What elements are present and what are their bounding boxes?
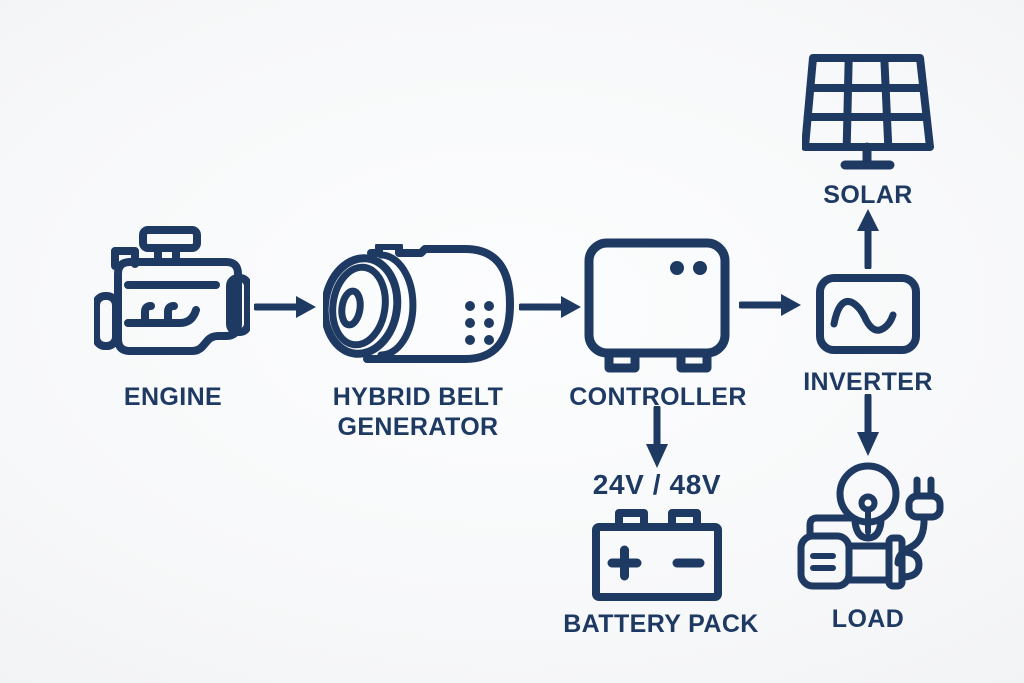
load-label: LOAD bbox=[831, 605, 905, 633]
engine-icon bbox=[94, 226, 250, 366]
arrow-engine-to-generator bbox=[254, 294, 316, 320]
battery-icon bbox=[592, 505, 722, 601]
load-icon bbox=[797, 456, 947, 604]
solar-panel-icon bbox=[802, 52, 934, 170]
arrow-controller-to-battery bbox=[644, 406, 670, 468]
generator-icon bbox=[323, 244, 515, 366]
generator-label-line2: GENERATOR bbox=[337, 413, 499, 441]
generator-label: HYBRID BELT GENERATOR bbox=[316, 382, 520, 442]
engine-label: ENGINE bbox=[123, 383, 223, 411]
battery-label: BATTERY PACK bbox=[563, 610, 759, 638]
generator-label-line1: HYBRID BELT bbox=[332, 383, 504, 411]
arrow-controller-to-inverter bbox=[739, 292, 801, 318]
controller-icon bbox=[584, 238, 730, 374]
arrow-inverter-to-solar bbox=[855, 207, 881, 269]
battery-voltage-label: 24V / 48V bbox=[592, 469, 722, 500]
solar-label: SOLAR bbox=[823, 181, 913, 209]
arrow-inverter-to-load bbox=[855, 394, 881, 456]
inverter-label: INVERTER bbox=[803, 368, 933, 396]
arrow-generator-to-controller bbox=[519, 294, 581, 320]
inverter-icon bbox=[816, 274, 920, 354]
